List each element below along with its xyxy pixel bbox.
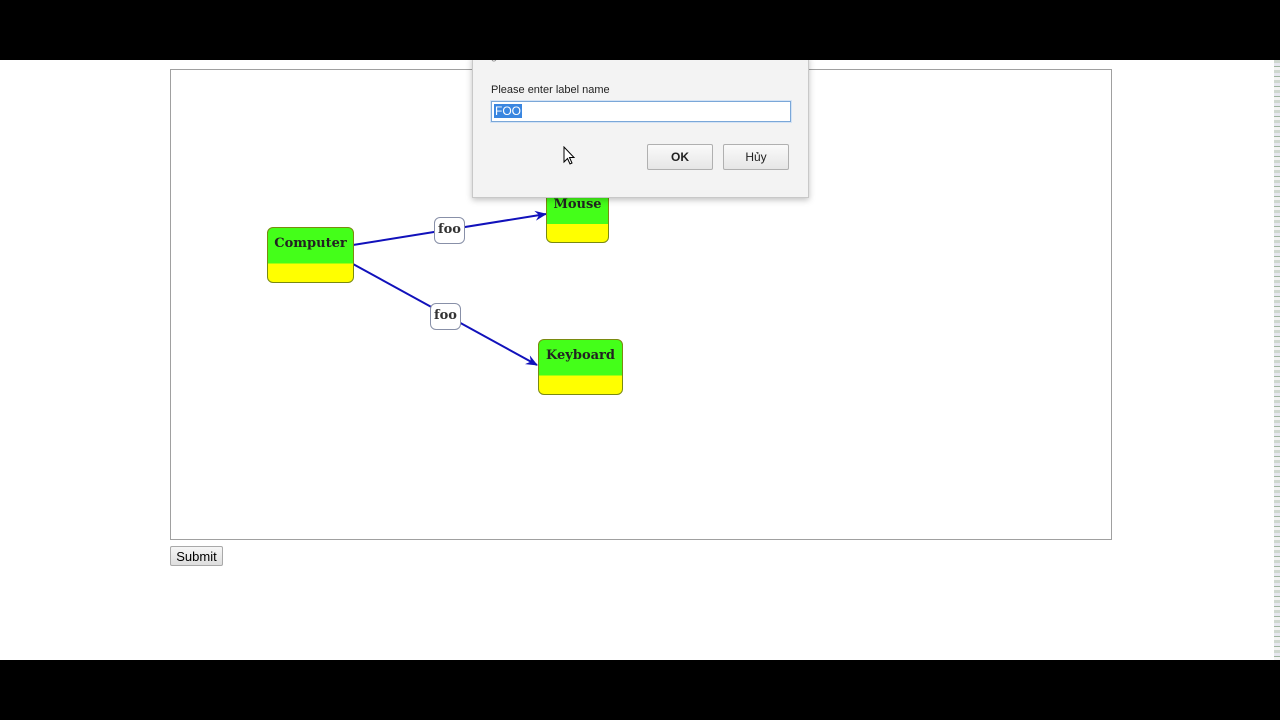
node-label: Keyboard — [546, 348, 615, 363]
label-name-input[interactable]: FOO — [490, 100, 792, 123]
node-computer[interactable]: Computer — [267, 227, 354, 283]
web-page: Computer Mouse Keyboard foo foo Submit g… — [0, 60, 1280, 660]
page-edge-strip — [1274, 60, 1280, 660]
input-selected-text: FOO — [494, 104, 522, 118]
prompt-message: Please enter label name — [491, 84, 610, 96]
cancel-button[interactable]: Hủy — [723, 144, 789, 170]
node-label: Computer — [274, 236, 347, 251]
dialog-title-fragment: g — [491, 60, 497, 62]
ok-button[interactable]: OK — [647, 144, 713, 170]
edge-label[interactable]: foo — [430, 303, 461, 330]
node-keyboard[interactable]: Keyboard — [538, 339, 623, 395]
edge-label[interactable]: foo — [434, 217, 465, 244]
submit-button[interactable]: Submit — [170, 546, 223, 566]
mouse-pointer-icon — [563, 146, 576, 165]
prompt-dialog: g Please enter label name FOO OK Hủy — [472, 60, 809, 198]
node-label: Mouse — [553, 197, 602, 212]
